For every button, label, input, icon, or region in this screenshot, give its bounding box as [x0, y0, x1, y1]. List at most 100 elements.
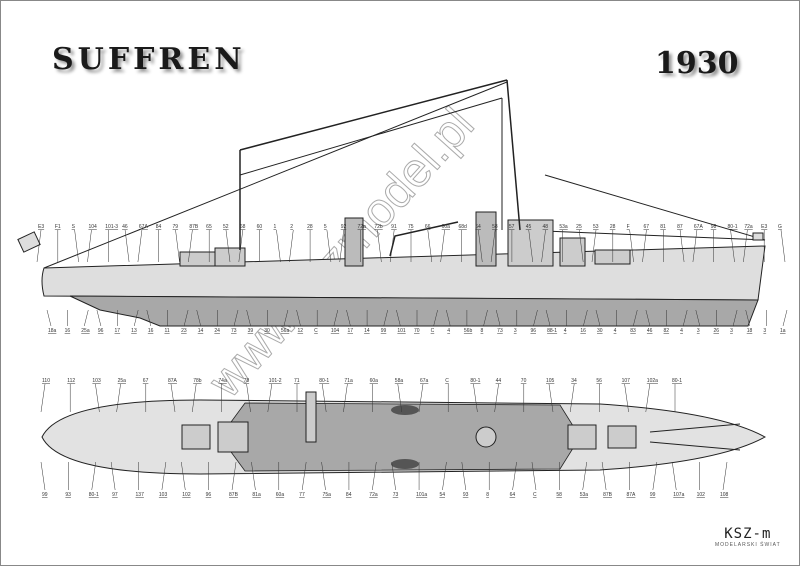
leader-line	[91, 461, 97, 491]
leader-line	[545, 309, 551, 327]
part-label: 8	[486, 492, 489, 498]
leader-line	[533, 309, 538, 327]
part-label: C	[431, 328, 435, 334]
leader-line	[40, 461, 46, 491]
part-label: 99	[650, 492, 656, 498]
logo-subtitle: MODELARSKI ŚWIAT	[715, 542, 781, 548]
part-label: 102	[697, 492, 706, 498]
leader-line	[633, 309, 638, 327]
leader-line	[679, 229, 685, 263]
leader-line	[321, 461, 326, 491]
part-label: 24	[214, 328, 220, 334]
part-label: 28	[307, 224, 313, 230]
leader-line	[418, 383, 424, 413]
leader-line	[541, 229, 546, 263]
part-label: 80-1	[89, 492, 99, 498]
part-label: 67	[143, 378, 149, 384]
part-label: 25	[576, 224, 582, 230]
boat	[391, 405, 419, 415]
plan-turret-aft-1	[181, 424, 211, 450]
part-label: 1	[273, 224, 276, 230]
part-label: 98	[711, 224, 717, 230]
logo-brand: KSZ-m	[724, 526, 772, 542]
leader-line	[591, 229, 597, 263]
part-label: 58	[556, 492, 562, 498]
part-label: 28	[610, 224, 616, 230]
leader-line	[251, 461, 256, 491]
part-label: 58	[492, 224, 498, 230]
part-label: 93	[463, 492, 469, 498]
leader-line	[233, 309, 239, 327]
leader-line	[494, 383, 499, 413]
part-label: 3	[697, 328, 700, 334]
part-label: 96	[98, 328, 104, 334]
hull-lower	[69, 295, 759, 327]
part-label: 46	[122, 224, 128, 230]
leader-line	[473, 383, 478, 413]
leader-line	[583, 309, 588, 327]
aft-funnel	[344, 217, 364, 267]
part-label: 66	[425, 224, 431, 230]
rigging-wire	[519, 229, 766, 241]
part-label: 60a	[442, 224, 451, 230]
part-label: 73	[393, 492, 399, 498]
part-label: 80-1	[728, 224, 738, 230]
stern-flag	[17, 231, 41, 253]
part-label: 2	[290, 224, 293, 230]
leader-line	[372, 461, 377, 491]
part-label: 44	[496, 378, 502, 384]
part-label: 103	[92, 378, 101, 384]
part-label: 54	[439, 492, 445, 498]
part-label: 74a	[218, 378, 227, 384]
part-label: 4	[447, 328, 450, 334]
part-label: 4	[680, 328, 683, 334]
part-label: 56b	[464, 328, 473, 334]
part-label: 3	[730, 328, 733, 334]
leader-line	[433, 309, 438, 327]
leader-line	[343, 383, 348, 413]
part-label: 83	[630, 328, 636, 334]
part-label: 18a	[48, 328, 57, 334]
part-label: F	[627, 224, 630, 230]
part-label: 60a	[276, 492, 285, 498]
part-label: 53	[593, 224, 599, 230]
part-label: 107a	[673, 492, 684, 498]
part-label: 81a	[252, 492, 261, 498]
part-label: 39	[248, 328, 254, 334]
leader-line	[161, 461, 167, 491]
leader-line	[490, 229, 496, 263]
leader-line	[289, 229, 294, 263]
part-label: 5	[324, 224, 327, 230]
leader-line	[446, 309, 451, 327]
leader-line	[181, 461, 186, 491]
part-label: 71	[294, 378, 300, 384]
plan-turret-fore-2	[607, 425, 637, 449]
part-label: 101-3	[105, 224, 118, 230]
leader-line	[383, 309, 388, 327]
part-label: 17	[115, 328, 121, 334]
leader-line	[645, 309, 651, 327]
anchor-chain	[649, 423, 741, 433]
part-label: 67A	[694, 224, 704, 230]
part-label: 18	[747, 328, 753, 334]
leader-line	[427, 229, 433, 263]
leader-line	[231, 461, 237, 491]
ship-year: 1930	[655, 46, 739, 81]
part-label: 25a	[118, 378, 127, 384]
part-label: 102	[182, 492, 191, 498]
part-label: 87B	[189, 224, 199, 230]
part-label: 48	[543, 224, 549, 230]
part-label: 93	[65, 492, 71, 498]
part-label: 101-2	[269, 378, 282, 384]
leader-line	[495, 309, 501, 327]
part-label: 78	[244, 378, 250, 384]
part-label: 14	[364, 328, 370, 334]
part-label: 77	[299, 492, 305, 498]
leader-line	[84, 309, 89, 327]
publisher-logo: KSZ-m MODELARSKI ŚWIAT	[715, 526, 781, 548]
part-label: 80-1	[672, 378, 682, 384]
part-label: 104	[331, 328, 340, 334]
part-label: 105	[546, 378, 555, 384]
leader-line	[326, 229, 332, 263]
